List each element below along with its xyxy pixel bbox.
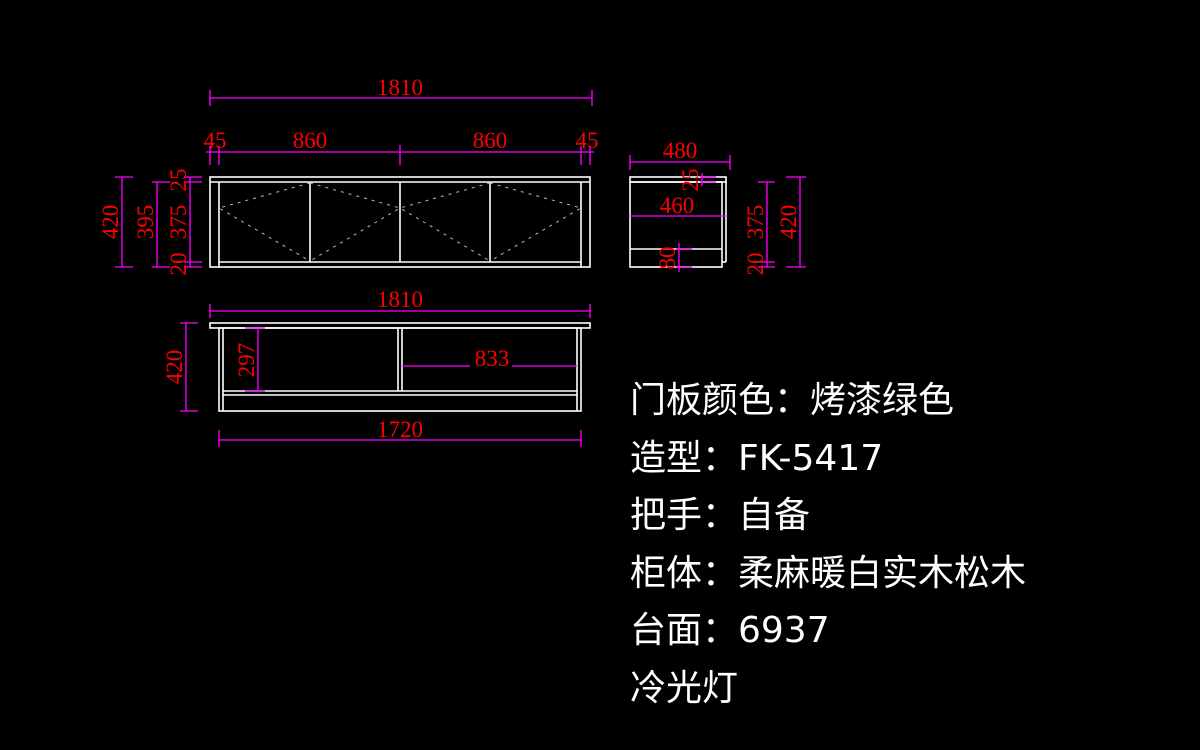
side-view: 480 460 25 80 375 20 420 bbox=[629, 138, 806, 276]
dim-top-width: 1810 bbox=[377, 287, 423, 312]
dim-door-height: 375 bbox=[166, 205, 191, 240]
note-door-color: 门板颜色：烤漆绿色 bbox=[630, 380, 955, 421]
note-model: 造型：FK-5417 bbox=[630, 437, 884, 479]
dim-side-total-height: 420 bbox=[776, 205, 801, 240]
dim-drawer-height: 80 bbox=[655, 247, 680, 270]
dim-side-door-height: 375 bbox=[743, 205, 768, 240]
dim-side-top-thickness: 25 bbox=[678, 169, 703, 192]
note-countertop: 台面：6937 bbox=[630, 610, 830, 651]
front-view: 1810 45 860 860 45 420 395 25 375 20 bbox=[98, 75, 599, 276]
dim-total-height: 420 bbox=[98, 205, 123, 240]
dim-top-thickness: 25 bbox=[166, 169, 191, 192]
note-lighting: 冷光灯 bbox=[630, 667, 739, 709]
dim-shelf-height: 297 bbox=[234, 343, 259, 378]
dim-door-pair-left: 860 bbox=[293, 128, 328, 153]
dim-body-width: 1720 bbox=[377, 417, 423, 442]
spec-notes: 门板颜色：烤漆绿色 造型：FK-5417 把手：自备 柜体：柔麻暖白实木松木 台… bbox=[630, 372, 1026, 717]
dim-door-pair-right: 860 bbox=[473, 128, 508, 153]
dim-overall-width: 1810 bbox=[377, 75, 423, 100]
dim-side-right: 45 bbox=[576, 128, 599, 153]
dim-compartment-width: 833 bbox=[475, 346, 510, 371]
note-cabinet-body: 柜体：柔麻暖白实木松木 bbox=[630, 552, 1027, 594]
dim-side-base-height: 20 bbox=[743, 253, 768, 276]
dim-body-height: 395 bbox=[133, 205, 158, 240]
open-view: 1810 420 297 833 1720 bbox=[162, 287, 591, 447]
dim-open-height: 420 bbox=[162, 350, 187, 385]
dim-depth: 480 bbox=[663, 138, 698, 163]
front-outline bbox=[209, 176, 591, 268]
note-handle: 把手：自备 bbox=[630, 495, 811, 536]
dim-inner-depth: 460 bbox=[660, 193, 695, 218]
dim-side-left: 45 bbox=[204, 128, 227, 153]
dim-base-height: 20 bbox=[166, 253, 191, 276]
